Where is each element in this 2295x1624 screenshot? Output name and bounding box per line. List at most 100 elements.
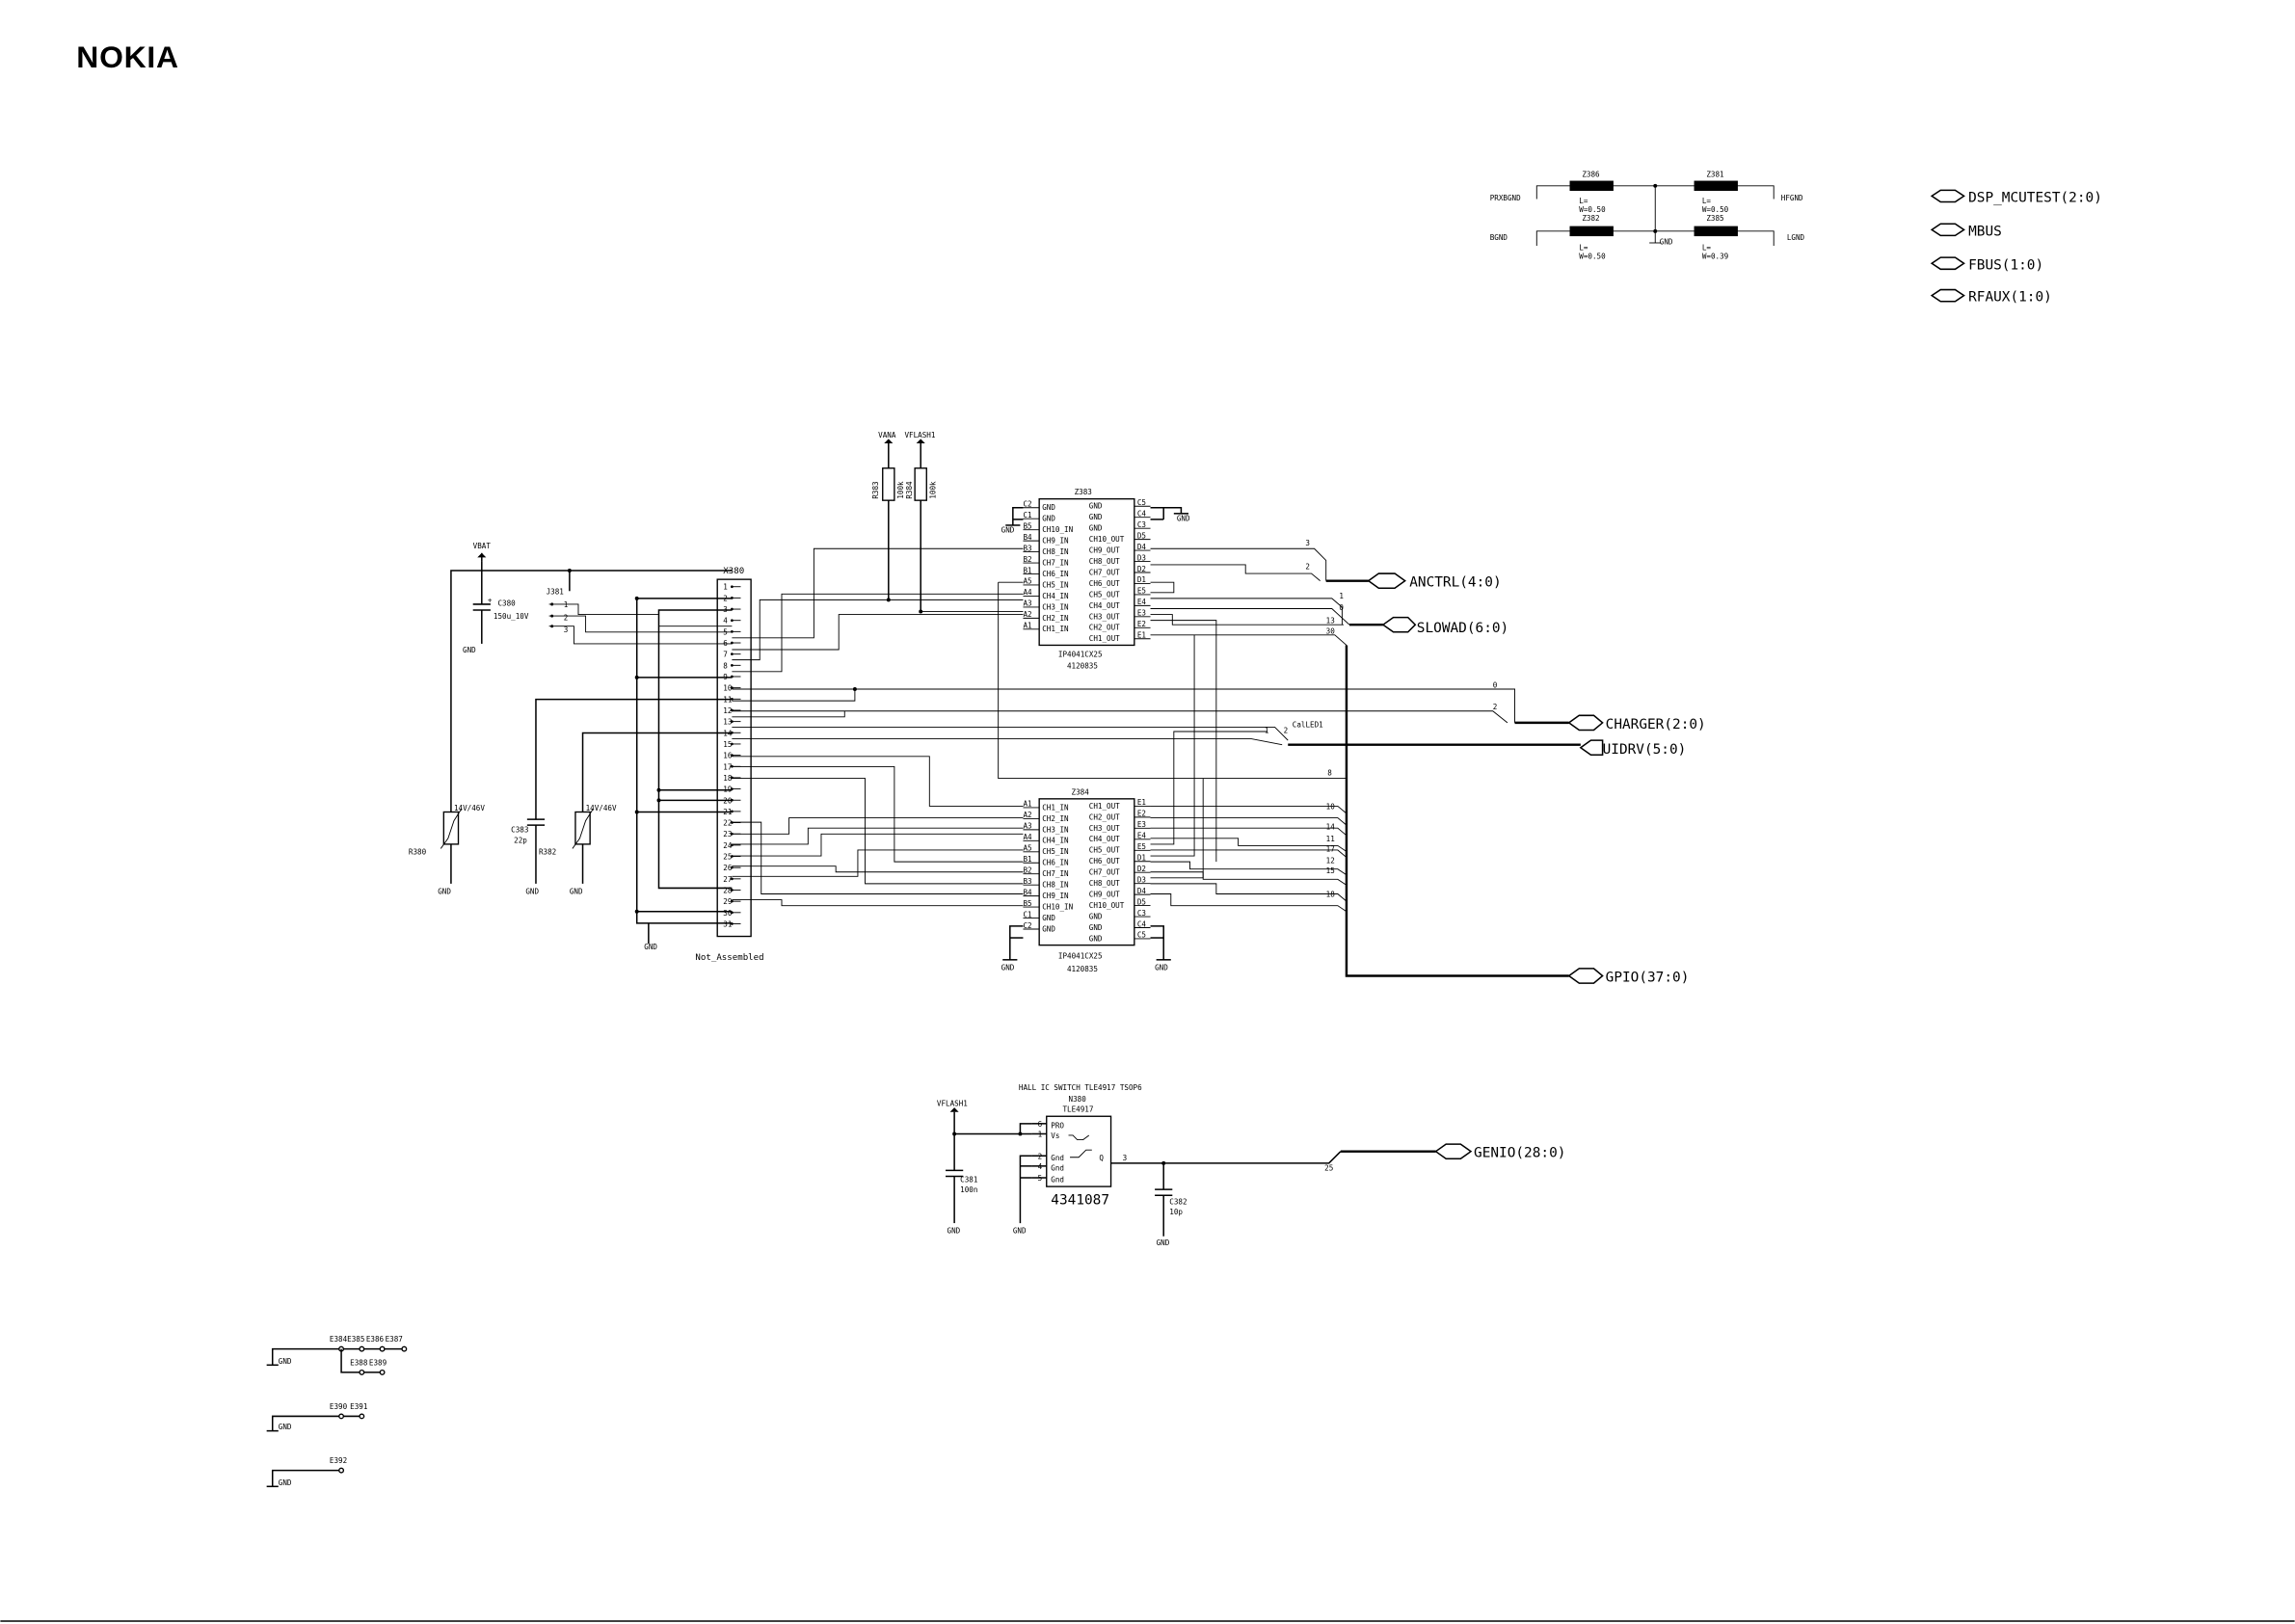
z384-left-pin-id: C2 — [1023, 921, 1031, 930]
x380-pin-label: 17 — [723, 762, 732, 771]
z383-right-pin-name: GND — [1089, 513, 1103, 521]
z384-left-pin-name: GND — [1042, 924, 1055, 933]
n380-name-vs: Vs — [1051, 1131, 1059, 1140]
gpio-net-15: 15 — [1326, 866, 1335, 875]
tp-gnd-2: GND — [279, 1423, 292, 1431]
z383-right-pin-name: GND — [1089, 524, 1103, 533]
z383-left-pin-name: CH4_IN — [1042, 592, 1069, 600]
z383-right-pin-id: E2 — [1137, 620, 1146, 628]
z384-left-pin-name: CH3_IN — [1042, 825, 1069, 834]
z383-left-pin-name: CH8_IN — [1042, 547, 1069, 556]
x380-pin-numbers: 1234567891011121314151617181920212223242… — [723, 583, 741, 929]
z383-left-pin-id: A4 — [1023, 588, 1032, 597]
c381-value: 100n — [960, 1185, 977, 1194]
c380-ref: C380 — [497, 599, 516, 607]
gpio-net-14: 14 — [1326, 823, 1336, 832]
r383-value: 100k — [896, 481, 905, 499]
z384-left-pin-id: B1 — [1023, 855, 1032, 864]
r380-gnd: GND — [438, 888, 451, 896]
z383-right-pin-id: D5 — [1137, 531, 1146, 540]
x380-pin-label: 12 — [723, 706, 732, 715]
z383-right-pin-name: CH10_OUT — [1089, 535, 1125, 544]
x380-pin-label: 29 — [723, 897, 733, 906]
r382-gnd: GND — [570, 888, 583, 896]
z384-right-pin-name: CH1_OUT — [1089, 802, 1120, 811]
c382-ref: C382 — [1169, 1197, 1187, 1206]
x380-note: Not_Assembled — [695, 953, 763, 963]
z384-left-pin-name: GND — [1042, 914, 1055, 922]
z383-right-pin-id: D3 — [1137, 553, 1146, 562]
z384-left-pin-name: CH5_IN — [1042, 847, 1069, 856]
lgnd-label: LGND — [1787, 233, 1805, 242]
z384-left-pin-name: CH1_IN — [1042, 803, 1069, 812]
anctrl-net-2: 2 — [1305, 563, 1310, 572]
port-dsp-mcutest: DSP_MCUTEST(2:0) — [1968, 190, 2102, 205]
z382-value: L=W=0.50 — [1579, 244, 1606, 261]
z383-right-pin-name: CH4_OUT — [1089, 601, 1120, 610]
x380-pin-label: 4 — [723, 617, 728, 626]
z384-right-pin-id: D3 — [1137, 875, 1146, 884]
r384-ref: R384 — [905, 481, 914, 499]
slowad-net-1: 1 — [1339, 592, 1344, 600]
x380-pin-label: 7 — [723, 651, 728, 659]
z383-left-pin-name: CH3_IN — [1042, 602, 1069, 611]
z384-left-pin-name: CH6_IN — [1042, 859, 1069, 867]
z383-code: 4120835 — [1067, 662, 1098, 671]
tp-e388: E388 — [350, 1358, 368, 1367]
z384-right-pin-id: E5 — [1137, 842, 1146, 851]
z384-right-pin-id: D1 — [1137, 854, 1147, 863]
tp-e386: E386 — [366, 1335, 385, 1344]
top-port-list: DSP_MCUTEST(2:0) MBUS FBUS(1:0) RFAUX(1:… — [1930, 189, 2102, 306]
ic-n380: HALL IC SWITCH TLE4917 TSOP6 N380 TLE491… — [946, 1083, 1565, 1247]
z384-right-pin-name: CH10_OUT — [1089, 901, 1125, 910]
vflash-label-top: VFLASH1 — [905, 431, 936, 439]
c382-gnd: GND — [1157, 1238, 1170, 1247]
z384-right-pin-name: CH8_OUT — [1089, 879, 1120, 888]
bus-charger: CHARGER(2:0) — [1606, 717, 1706, 732]
x380-pin-dot — [731, 619, 734, 623]
vbat-label: VBAT — [473, 542, 492, 550]
port-rfaux: RFAUX(1:0) — [1968, 290, 2052, 306]
test-points: E384 E385 E386 E387 E388 E389 GND E390 E… — [266, 1335, 408, 1488]
z383-right-pin-name: CH1_OUT — [1089, 634, 1120, 643]
x380-pin-label: 30 — [723, 909, 733, 918]
z384-right-pin-name: GND — [1089, 934, 1103, 943]
bus-wiring: 3 2 1 0 13 30 0 2 1 2 CalLED1 8 10 14 11… — [1150, 539, 1706, 986]
x380-pin-label: 27 — [723, 875, 732, 884]
z384-left-pin-name: CH8_IN — [1042, 881, 1069, 890]
z384-right-pin-name: CH5_OUT — [1089, 846, 1120, 855]
x380-pin-label: 23 — [723, 830, 732, 839]
z384-gnd-left: GND — [1001, 963, 1015, 972]
z385-value: L=W=0.39 — [1702, 244, 1729, 261]
x380-pin-dot — [731, 754, 734, 757]
z383-right-pin-id: C4 — [1137, 509, 1147, 518]
z383-part: IP4041CX25 — [1058, 651, 1103, 659]
tp-e387: E387 — [386, 1335, 403, 1344]
tp-e385: E385 — [347, 1335, 364, 1344]
called-label: CalLED1 — [1293, 720, 1323, 729]
c382-value: 10p — [1169, 1208, 1183, 1216]
x380-gnd: GND — [644, 943, 657, 951]
svg-text:+: + — [488, 596, 493, 604]
z383-left-pin-id: A2 — [1023, 610, 1031, 619]
bus-slowad: SLOWAD(6:0) — [1417, 621, 1508, 636]
n380-name-pro: PRO — [1051, 1121, 1064, 1130]
gpio-net-11: 11 — [1326, 835, 1336, 843]
c383-gnd: GND — [525, 888, 539, 896]
tp-gnd-1: GND — [279, 1357, 292, 1366]
nokia-logo: NOKIA — [76, 40, 178, 74]
z383-left-pin-name: CH6_IN — [1042, 570, 1069, 578]
z383-left-pin-name: CH2_IN — [1042, 614, 1069, 623]
r380-value: 14V/46V — [454, 804, 485, 812]
charger-net-0: 0 — [1493, 680, 1498, 689]
x380-pin-label: 22 — [723, 819, 732, 828]
r383-ref: R383 — [871, 481, 880, 498]
z383-left-pin-name: CH7_IN — [1042, 558, 1069, 567]
z383-gnd-left: GND — [1001, 526, 1015, 535]
ground-filter-block: Z386 L=W=0.50 Z381 L=W=0.50 Z382 L=W=0.5… — [1490, 171, 1805, 261]
x380-pin-label: 8 — [723, 661, 728, 670]
bus-genio: GENIO(28:0) — [1474, 1146, 1565, 1161]
x380-pin-label: 25 — [723, 853, 732, 862]
z384-right-pin-id: C3 — [1137, 909, 1146, 918]
